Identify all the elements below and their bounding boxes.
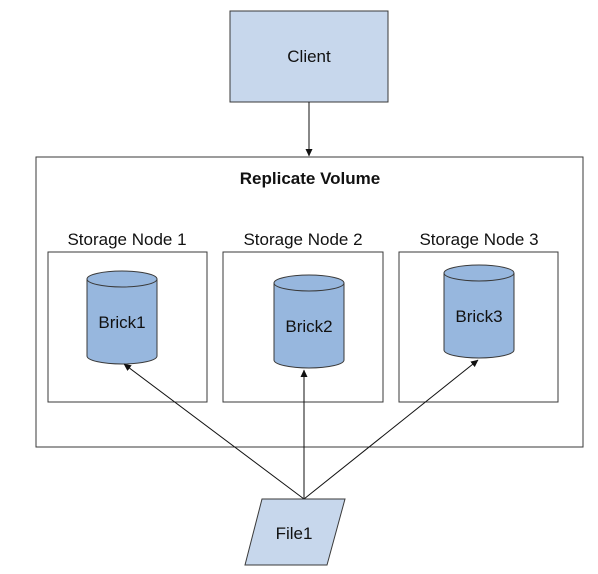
storage-node-1: Storage Node 1 Brick1 bbox=[47, 230, 208, 403]
file1-node: File1 bbox=[244, 498, 346, 566]
file1-label: File1 bbox=[276, 524, 313, 543]
storage-node-3: Storage Node 3 Brick3 bbox=[398, 230, 559, 403]
storage-node-3-label: Storage Node 3 bbox=[419, 230, 538, 249]
brick2-label: Brick2 bbox=[285, 317, 332, 336]
replicate-volume-title: Replicate Volume bbox=[240, 169, 380, 188]
brick3-cylinder-icon bbox=[443, 264, 515, 359]
client-label: Client bbox=[287, 47, 331, 66]
storage-node-1-label: Storage Node 1 bbox=[67, 230, 186, 249]
file1-parallelogram bbox=[244, 498, 346, 566]
file-to-brick3-arrow bbox=[303, 359, 479, 500]
storage-node-2-label: Storage Node 2 bbox=[243, 230, 362, 249]
client-box bbox=[229, 10, 389, 103]
file-to-brick1-arrow bbox=[123, 363, 305, 500]
brick1-label: Brick1 bbox=[98, 313, 145, 332]
brick1-cylinder-icon bbox=[86, 270, 158, 365]
client-node: Client bbox=[229, 10, 389, 103]
brick2-cylinder-icon bbox=[273, 274, 345, 369]
brick3-label: Brick3 bbox=[455, 307, 502, 326]
storage-node-2: Storage Node 2 Brick2 bbox=[222, 230, 384, 403]
